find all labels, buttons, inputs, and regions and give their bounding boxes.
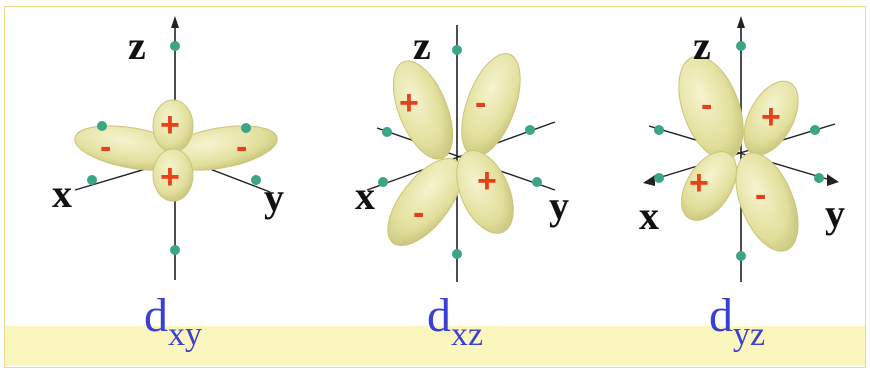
- y-axis-arrow: [827, 174, 839, 186]
- x-axis-label: x: [639, 193, 659, 238]
- y-axis: [648, 125, 838, 183]
- orbital-title-dxy: dxy: [144, 289, 202, 352]
- lobe-sign-top: +: [160, 106, 180, 144]
- lobe-sign-bottom: +: [160, 158, 180, 196]
- z-axis-arrow: [737, 16, 745, 28]
- orbital-panel-dxz: z x y + - - + dxz: [305, 10, 595, 365]
- lobe-sign-lower-right: -: [755, 176, 767, 214]
- axis-marker: [170, 245, 180, 255]
- orbital-dxy-drawing: [74, 16, 278, 280]
- title-main: d: [709, 289, 733, 342]
- lobe-bottom: [152, 148, 194, 202]
- axis-marker: [97, 121, 107, 131]
- lobe-lower-left: [681, 151, 737, 221]
- axis-marker: [378, 177, 388, 187]
- bottom-band: [5, 326, 865, 366]
- y-axis-label: y: [825, 191, 845, 236]
- axis-marker: [87, 175, 97, 185]
- z-axis-label: z: [693, 23, 711, 68]
- title-subscript: yz: [733, 316, 766, 353]
- lobe-lower-left: [387, 157, 463, 247]
- axis-marker: [814, 173, 824, 183]
- z-axis-label: z: [128, 23, 146, 68]
- axis-marker: [452, 249, 462, 259]
- lobe-lower-right: [735, 152, 799, 252]
- axis-marker: [170, 41, 180, 51]
- orbital-title-dyz: dyz: [709, 289, 765, 352]
- x-axis: [366, 121, 556, 191]
- x-axis-label: x: [52, 171, 72, 216]
- title-main: d: [144, 289, 168, 342]
- orbital-title-dxz: dxz: [427, 289, 483, 352]
- orbital-dxz-drawing: [366, 25, 556, 282]
- lobe-sign-right: -: [236, 128, 248, 166]
- orbital-dyz-drawing: [643, 16, 839, 282]
- lobe-lower-right: [456, 150, 514, 234]
- axis-marker: [532, 177, 542, 187]
- orbital-panel-dyz: z x y - + + - dyz: [585, 10, 870, 365]
- lobe-sign-lower-left: -: [413, 194, 425, 232]
- y-axis-label: y: [549, 183, 569, 228]
- z-axis-arrow: [171, 16, 179, 28]
- title-subscript: xy: [168, 316, 202, 353]
- axis-marker: [452, 45, 462, 55]
- y-axis-label: y: [264, 175, 284, 220]
- axis-marker: [382, 127, 392, 137]
- orbital-panel-dxy: z x y + + - - dxy: [20, 10, 310, 365]
- axis-marker: [810, 125, 820, 135]
- axis-marker: [251, 175, 261, 185]
- axis-marker: [241, 123, 251, 133]
- lobe-sign-upper-right: -: [475, 84, 487, 122]
- title-subscript: xz: [451, 316, 484, 353]
- z-axis-label: z: [413, 23, 431, 68]
- lobe-sign-upper-right: +: [761, 98, 781, 136]
- axis-marker: [525, 125, 535, 135]
- axis-marker: [736, 41, 746, 51]
- x-axis-arrow: [643, 175, 655, 186]
- x-axis-label: x: [355, 173, 375, 218]
- lobe-sign-upper-left: -: [701, 86, 713, 124]
- lobe-upper-right: [461, 53, 521, 157]
- lobe-sign-upper-left: +: [399, 84, 419, 122]
- lobe-upper-left: [392, 60, 454, 160]
- lobe-sign-lower-left: +: [689, 164, 709, 202]
- title-main: d: [427, 289, 451, 342]
- axis-marker: [654, 125, 664, 135]
- lobe-sign-lower-right: +: [477, 162, 497, 200]
- axis-marker: [736, 251, 746, 261]
- axis-marker: [654, 173, 664, 183]
- lobe-sign-left: -: [100, 128, 112, 166]
